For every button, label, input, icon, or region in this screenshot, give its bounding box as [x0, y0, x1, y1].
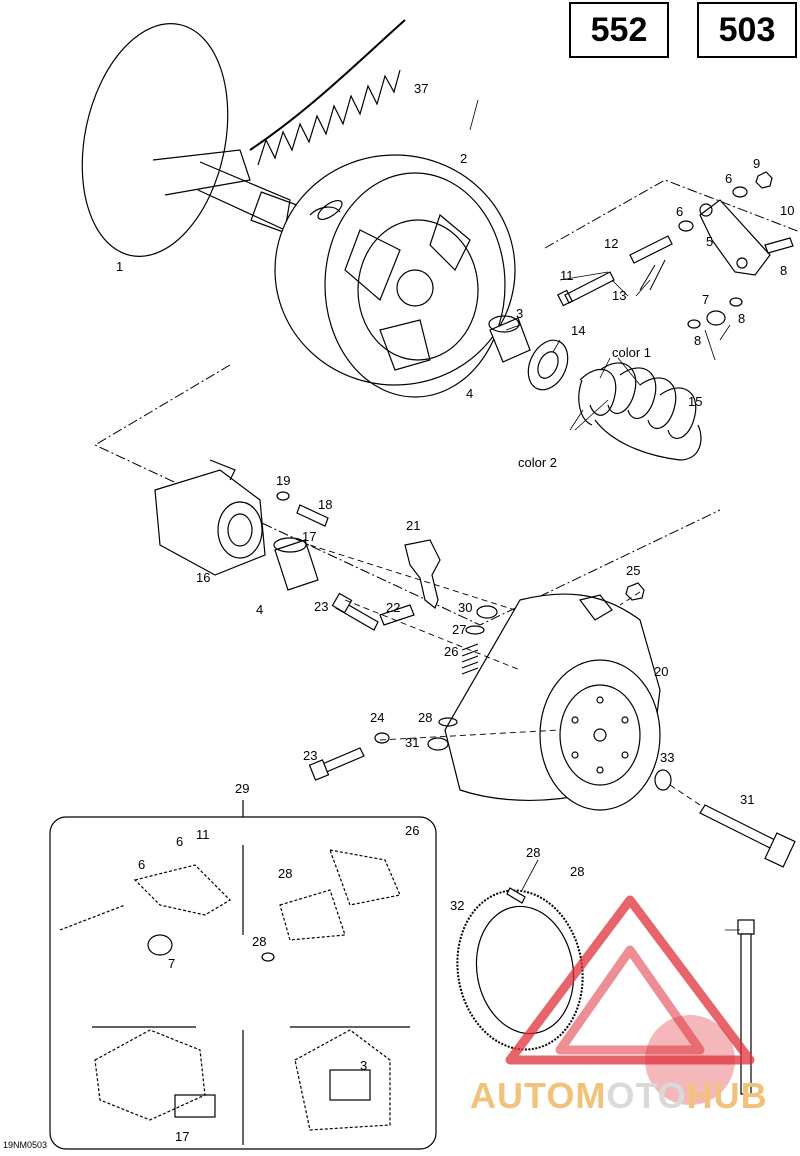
oil-mark-4b: 4 [256, 602, 263, 617]
callout-8a: 8 [738, 311, 745, 326]
callout-14: 14 [571, 323, 585, 338]
callout-6b: 6 [676, 204, 683, 219]
part-6-washer-a [732, 186, 748, 198]
callout-30: 28 [570, 864, 584, 879]
part-33-inset-box [49, 800, 437, 1150]
watermark-logo [505, 895, 755, 1105]
callout-9: 8 [780, 263, 787, 278]
inset-6a: 6 [176, 834, 183, 849]
part-29-cap-b [427, 737, 449, 751]
callout-28b: 28 [418, 710, 432, 725]
assembly-leader-lines [309, 544, 701, 806]
part-22-pin [379, 604, 415, 626]
callout-31: 28 [526, 845, 540, 860]
part-13-sleeve [629, 235, 673, 264]
part-19-washer [276, 491, 290, 501]
part-7-roller [706, 310, 726, 326]
callout-21: 21 [406, 518, 420, 533]
inset-28a: 28 [278, 866, 292, 881]
callout-12: 11 [560, 268, 574, 283]
part-28-ring-b [438, 717, 458, 727]
color-1-label: color 1 [612, 345, 651, 360]
callout-12-13: 13 [612, 288, 626, 303]
callout-24: 23 [303, 748, 317, 763]
inset-3: 3 [360, 1058, 367, 1073]
callout-2: 2 [460, 151, 467, 166]
part-34-belt [249, 19, 406, 166]
callout-29a: 30 [458, 600, 472, 615]
inset-26: 26 [405, 823, 419, 838]
part-9-pin [764, 237, 794, 254]
part-18-screw [296, 504, 329, 527]
inset-6b: 6 [138, 857, 145, 872]
callout-10: 10 [780, 203, 794, 218]
part-2-sliding-sheave [274, 154, 516, 398]
part-27-spring [461, 643, 479, 675]
part-35-bolt [699, 804, 796, 868]
callout-34: 37 [414, 81, 428, 96]
part-26-nut [625, 582, 645, 601]
part-29-cap-a [476, 605, 498, 619]
callout-35: 31 [740, 792, 754, 807]
inset-28b: 28 [252, 934, 266, 949]
color-2-label: color 2 [518, 455, 557, 470]
part-37-bolt [737, 919, 755, 1095]
part-36-washer [654, 769, 672, 791]
callout-1: 1 [116, 259, 123, 274]
callout-8b: 8 [694, 333, 701, 348]
part-12-bolt [557, 271, 615, 307]
oil-mark-4a: 4 [466, 386, 473, 401]
callout-6a: 6 [725, 171, 732, 186]
drawing-reference: 19NM0503 [3, 1140, 48, 1150]
group-outline-upper [93, 179, 800, 626]
part-25-washer [374, 732, 390, 744]
callout-33: 29 [235, 781, 249, 796]
part-17-bushing [273, 537, 319, 591]
watermark-text: AUTOMOTOHUB [470, 1075, 768, 1116]
callout-17: 17 [302, 529, 316, 544]
part-14-washer [527, 339, 569, 391]
part-6-washer-b [678, 220, 694, 232]
part-31-screw [506, 887, 526, 904]
part-20-governor [444, 593, 661, 811]
callout-18: 18 [318, 497, 332, 512]
inset-11: 11 [196, 827, 210, 842]
callout-28a: 27 [452, 622, 466, 637]
callout-5: 5 [706, 234, 713, 249]
engine-code-503: 503 [697, 2, 797, 58]
callout-7: 7 [702, 292, 709, 307]
inset-17: 17 [175, 1129, 189, 1144]
part-24-bolt [308, 747, 365, 781]
oil-mark-32: 32 [450, 898, 464, 913]
callout-leaders [469, 99, 740, 931]
engine-code-552: 552 [569, 2, 669, 58]
part-15-spring [578, 362, 702, 461]
callout-16: 16 [196, 570, 210, 585]
callout-26: 25 [626, 563, 640, 578]
callout-23: 23 [314, 599, 328, 614]
callout-29b: 31 [405, 735, 419, 750]
callout-22: 22 [386, 600, 400, 615]
callout-13: 12 [604, 236, 618, 251]
part-23-bolt [331, 592, 379, 631]
inset-7: 7 [168, 956, 175, 971]
part-8-washer-a [729, 297, 743, 307]
part-5-arm [699, 199, 771, 276]
callout-15: 15 [688, 394, 702, 409]
callout-3: 3 [516, 306, 523, 321]
callout-25: 24 [370, 710, 384, 725]
callout-20: 20 [654, 664, 668, 679]
part-11-nut [755, 171, 773, 189]
callout-27: 26 [444, 644, 458, 659]
part-8-washer-b [687, 319, 701, 329]
callout-36: 33 [660, 750, 674, 765]
part-28-ring-a [465, 625, 485, 635]
part-16-governor-cup [154, 459, 266, 576]
callout-19: 19 [276, 473, 290, 488]
part-21-lever [404, 539, 441, 609]
part-3-bushing [488, 315, 531, 363]
callout-11: 9 [753, 156, 760, 171]
